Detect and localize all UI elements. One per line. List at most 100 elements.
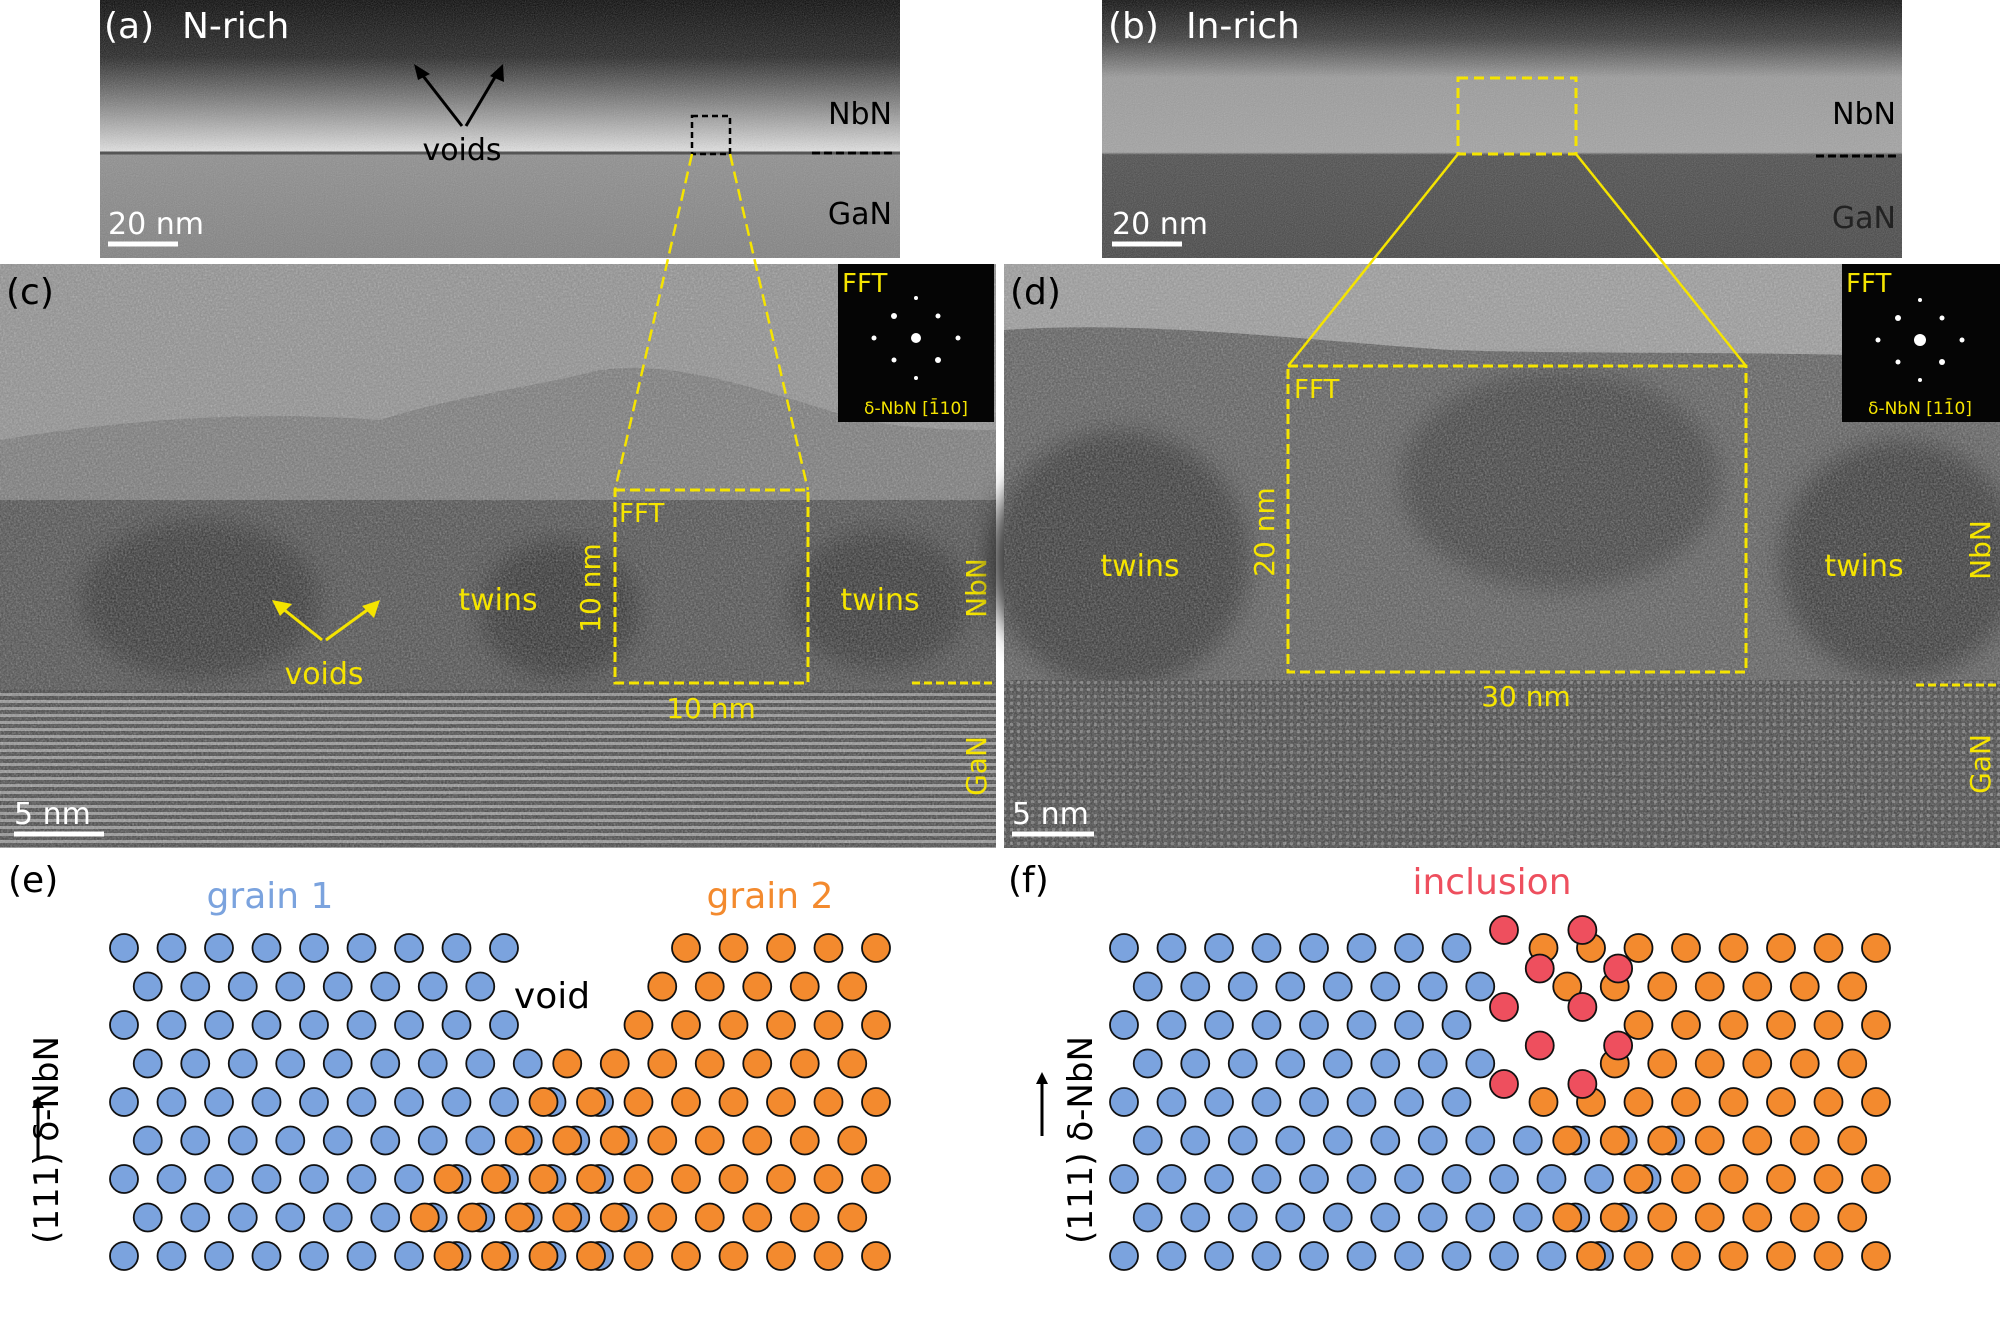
grain1-atom xyxy=(1417,1125,1448,1156)
grain2-atom xyxy=(1861,1087,1891,1117)
grain2-atom xyxy=(1623,1010,1654,1040)
grain1-atom xyxy=(1417,1048,1448,1079)
panel-b-tag: (b) xyxy=(1108,6,1159,47)
panel-d-fft-spots xyxy=(1875,298,1965,382)
grain2-atom xyxy=(766,1010,796,1040)
panel-d-scale-label: 5 nm xyxy=(1012,797,1089,832)
grain2-atom xyxy=(671,1010,701,1040)
grain2-atom xyxy=(671,1241,701,1271)
grain1-atom xyxy=(1394,1087,1424,1117)
panel-c-box-width: 10 nm xyxy=(666,692,756,725)
grain2-atom xyxy=(742,971,773,1002)
grain2-atom xyxy=(671,933,701,963)
grain1-atom xyxy=(1132,1202,1163,1233)
grain1-atom xyxy=(1299,1164,1329,1194)
grain1-atom xyxy=(275,971,306,1002)
inclusion-atom xyxy=(1567,915,1598,945)
panel-c-scale-label: 5 nm xyxy=(14,797,91,832)
grain2-atom xyxy=(694,1048,725,1079)
panel-b-scale-label: 20 nm xyxy=(1112,207,1208,242)
panel-f: (f) inclusion (111) δ-NbN xyxy=(1008,860,1891,1271)
grain1-atom xyxy=(1109,933,1139,963)
grain2-atom xyxy=(718,933,749,963)
grain1-atom xyxy=(1227,1202,1258,1233)
grain2-atom xyxy=(1813,1087,1844,1117)
grain2-atom xyxy=(1837,971,1868,1002)
grain1-atom xyxy=(394,1010,424,1040)
grain1-atom xyxy=(346,933,377,963)
panel-b-title: In-rich xyxy=(1186,6,1300,47)
grain1-atom xyxy=(1251,1241,1282,1271)
grain1-atom xyxy=(1441,933,1472,963)
grain1-atom xyxy=(322,971,353,1002)
panel-a-zoom-box xyxy=(690,114,732,156)
grain1-atom xyxy=(227,1048,258,1079)
panel-c-twins-right: twins xyxy=(840,583,919,618)
grain2-atom xyxy=(789,1202,820,1233)
grain2-atom xyxy=(694,1202,725,1233)
grain1-atom xyxy=(204,1087,234,1117)
panel-c-void-arrowhead-left xyxy=(272,600,292,616)
grain1-atom xyxy=(204,1010,234,1040)
grain1-atom xyxy=(1109,1087,1139,1117)
panel-c-noise xyxy=(0,264,996,848)
grain1-atom xyxy=(156,933,187,963)
panel-a-void-arrowhead-left xyxy=(414,64,430,80)
grain2-atom xyxy=(528,1241,559,1271)
grain2-atom xyxy=(789,1048,820,1079)
grain1-atom xyxy=(1370,1048,1401,1079)
grain2-atom xyxy=(1742,971,1773,1002)
grain1-atom xyxy=(204,1164,234,1194)
grain2-atom xyxy=(1766,933,1796,963)
grain1-atom xyxy=(1275,1048,1306,1079)
grain1-atom xyxy=(1299,1087,1329,1117)
panel-f-lattice xyxy=(1109,915,1891,1271)
grain2-atom xyxy=(742,1048,773,1079)
grain2-atom xyxy=(766,1164,796,1194)
inclusion-atom xyxy=(1489,992,1519,1022)
grain1-atom xyxy=(299,1241,329,1271)
panel-f-axis-label: (111) δ-NbN xyxy=(1061,1036,1101,1244)
grain2-atom xyxy=(1766,1164,1796,1194)
grain1-atom xyxy=(322,1202,353,1233)
panel-e-lattice xyxy=(109,933,891,1271)
inclusion-atom xyxy=(1489,915,1519,945)
inclusion-atom xyxy=(1567,1069,1598,1099)
grain1-atom xyxy=(394,933,424,963)
panel-a: (a) N-rich voids NbN GaN 20 nm xyxy=(100,0,900,258)
grain1-atom xyxy=(227,971,258,1002)
grain1-atom xyxy=(322,1048,353,1079)
grain1-atom xyxy=(132,1048,163,1079)
grain2-atom xyxy=(481,1241,511,1271)
grain2-atom xyxy=(1599,1125,1630,1156)
grain1-atom xyxy=(251,1010,282,1040)
grain1-atom xyxy=(1204,933,1234,963)
grain2-atom xyxy=(552,1048,583,1079)
grain1-atom xyxy=(204,933,234,963)
grain1-atom xyxy=(1275,1202,1306,1233)
panel-a-noise xyxy=(100,0,900,258)
grain1-atom xyxy=(1370,1202,1401,1233)
grain1-atom xyxy=(441,1010,472,1040)
grain1-atom xyxy=(275,1125,306,1156)
panel-a-title: N-rich xyxy=(182,6,289,47)
grain1-atom xyxy=(1394,933,1424,963)
grain1-atom xyxy=(394,1087,424,1117)
grain1-atom xyxy=(1204,1241,1234,1271)
grain2-atom xyxy=(647,1048,678,1079)
grain1-atom xyxy=(1132,1048,1163,1079)
grain2-atom xyxy=(861,1087,891,1117)
grain1-atom xyxy=(299,1010,329,1040)
grain2-atom xyxy=(552,1202,583,1233)
panel-d-box-label: FFT xyxy=(1294,375,1339,405)
grain1-atom xyxy=(1180,1048,1211,1079)
grain2-atom xyxy=(1742,1125,1773,1156)
grain1-atom xyxy=(1512,1125,1543,1156)
grain2-atom xyxy=(1671,1010,1701,1040)
grain2-atom xyxy=(1528,1087,1559,1117)
grain2-atom xyxy=(742,1125,773,1156)
panel-f-tag: (f) xyxy=(1008,860,1049,901)
grain1-atom xyxy=(1489,1241,1519,1271)
panel-d: (d) FFT δ-NbN [11̄0] FFT 30 nm 20 nm twi… xyxy=(990,153,2000,849)
